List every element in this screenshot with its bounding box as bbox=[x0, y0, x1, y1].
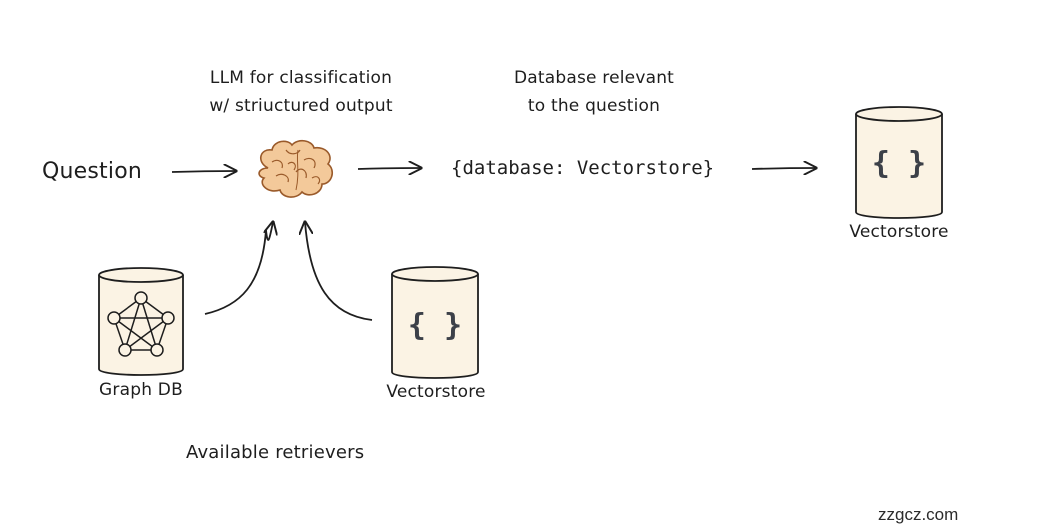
arrow-vector-to-llm bbox=[305, 222, 373, 321]
arrow-question-to-llm bbox=[171, 171, 236, 172]
arrow-graph-to-llm bbox=[204, 222, 273, 315]
llm-caption-line-2: w/ striuctured output bbox=[209, 96, 393, 116]
brain-icon bbox=[258, 139, 334, 198]
watermark: zzgcz.com bbox=[878, 505, 959, 524]
curly-braces-icon: { } bbox=[407, 308, 463, 343]
graph-network-icon bbox=[107, 291, 175, 357]
llm-caption-line-1: LLM for classification bbox=[209, 68, 393, 88]
result-vectorstore-cylinder bbox=[855, 106, 943, 219]
result-vectorstore-label: Vectorstore bbox=[849, 222, 949, 242]
db-caption-line-2: to the question bbox=[527, 96, 661, 116]
arrow-llm-to-output bbox=[357, 168, 421, 169]
retriever-vectorstore-label: Vectorstore bbox=[386, 382, 486, 402]
arrow-output-to-result bbox=[751, 168, 816, 169]
question-label: Question bbox=[42, 159, 142, 184]
db-caption-line-1: Database relevant bbox=[513, 68, 675, 88]
graph-db-label: Graph DB bbox=[99, 380, 183, 400]
retriever-vectorstore-cylinder bbox=[391, 266, 479, 379]
available-retrievers-label: Available retrievers bbox=[186, 442, 365, 463]
curly-braces-icon: { } bbox=[871, 146, 927, 181]
output-code: {database: Vectorstore} bbox=[451, 157, 715, 179]
